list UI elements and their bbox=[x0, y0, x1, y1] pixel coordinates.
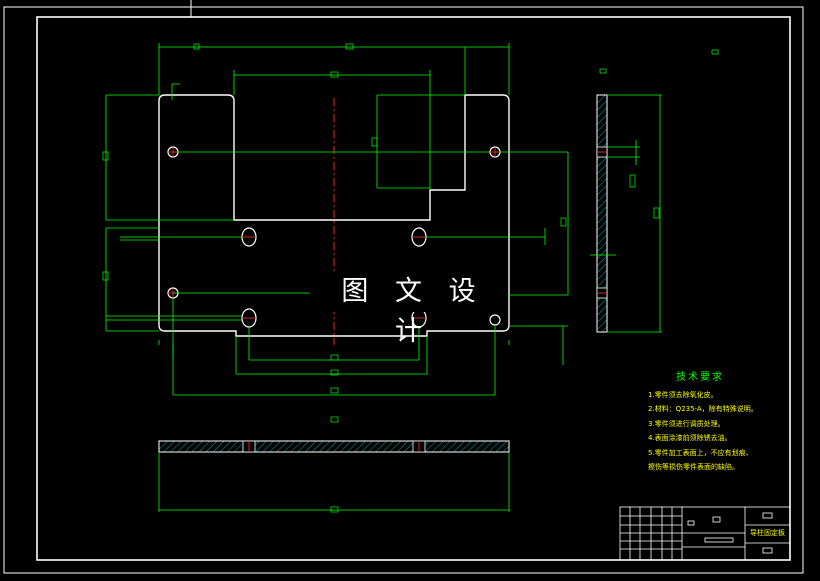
dimension-lines bbox=[105, 43, 569, 396]
dimension-markers bbox=[102, 43, 719, 423]
notes-item-1: 1.零件须去除氧化皮。 bbox=[648, 390, 718, 399]
notes-item-4: 4.表面涂漆前须除锈去油。 bbox=[648, 434, 732, 442]
part-name: 导柱固定板 bbox=[750, 529, 785, 537]
watermark-text: 图 文 设 计 bbox=[318, 272, 508, 347]
notes-item-3: 3.零件须进行调质处理。 bbox=[648, 419, 725, 428]
side-section-view bbox=[590, 94, 662, 333]
title-block bbox=[619, 506, 791, 561]
notes-item-5: 5.零件加工表面上，不应有划痕、 bbox=[648, 448, 753, 457]
notes-item-2: 2.材料：Q235-A，除有特殊说明。 bbox=[648, 405, 758, 413]
technical-requirements: 技术要求 1.零件须去除氧化皮。 2.材料：Q235-A，除有特殊说明。 3.零… bbox=[648, 371, 798, 475]
notes-item-6: 擦伤等损伤零件表面的缺陷。 bbox=[648, 463, 739, 471]
drawing-frame bbox=[36, 16, 791, 561]
sheet-border bbox=[3, 6, 804, 574]
plate-top-view bbox=[158, 94, 510, 337]
front-section-view bbox=[158, 440, 510, 513]
notes-title: 技术要求 bbox=[676, 372, 724, 383]
